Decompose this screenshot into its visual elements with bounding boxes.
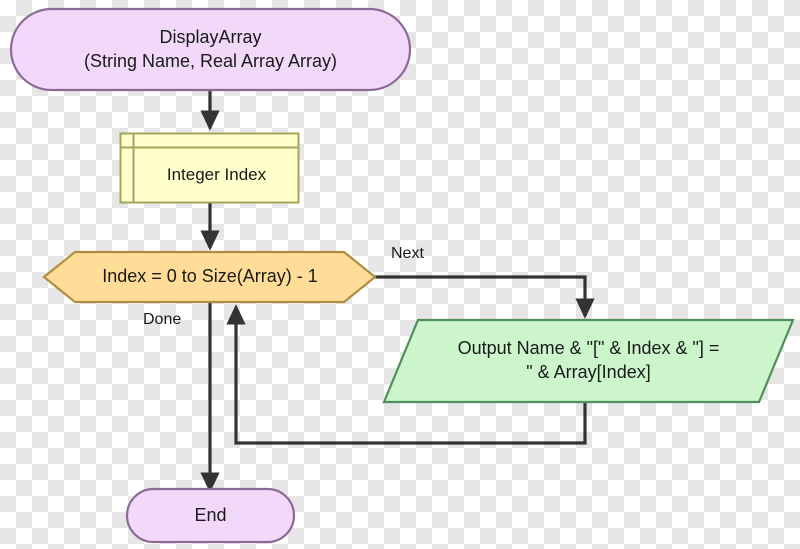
edge-layer [200,90,595,493]
node-end[interactable] [127,489,294,542]
node-end-shape[interactable] [125,487,296,544]
node-output[interactable] [384,320,793,402]
edge-label-next: Next [391,245,424,262]
node-loop-shape[interactable] [42,250,377,304]
node-output-shape[interactable] [382,318,795,404]
edge-label-done: Done [143,311,182,328]
node-start[interactable] [11,9,410,90]
edge-output-to-loop [226,304,587,445]
node-loop[interactable] [44,252,375,302]
node-start-shape[interactable] [9,7,412,92]
node-declare[interactable] [120,133,299,203]
node-declare-shape[interactable] [119,132,300,204]
edge-loop-to-output [375,275,595,319]
